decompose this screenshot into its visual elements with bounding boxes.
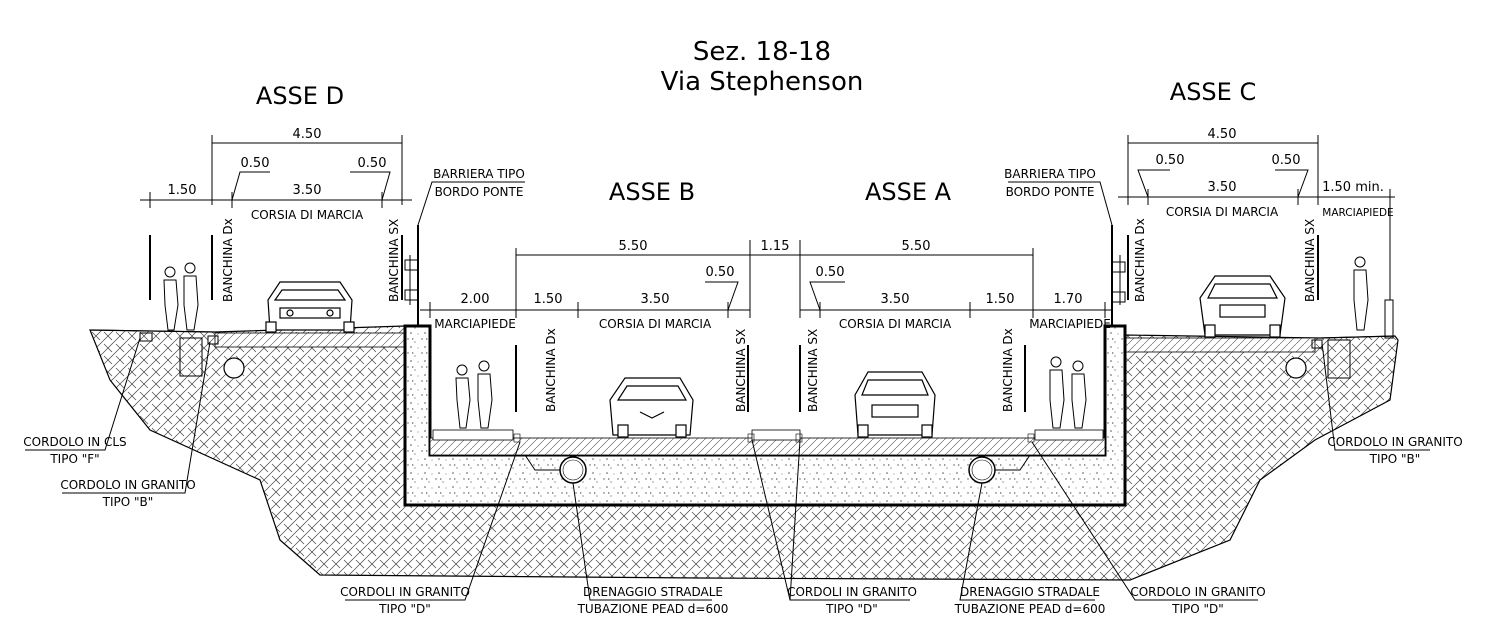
label-a-banchina-dx: BANCHINA Dx bbox=[1001, 328, 1015, 412]
callout-cls-1: CORDOLO IN CLS bbox=[23, 435, 126, 449]
dim-a-bank: 1.50 bbox=[986, 292, 1015, 307]
walk-right-slab bbox=[1034, 429, 1104, 441]
label-b-banchina-sx: BANCHINA SX bbox=[734, 329, 748, 412]
callout-cordoli-d-left-2: TIPO "D" bbox=[378, 602, 431, 616]
barrier-right-line-2: BORDO PONTE bbox=[1006, 185, 1095, 199]
label-c-marciapiede: MARCIAPIEDE bbox=[1322, 207, 1393, 219]
barrier-left-line-1: BARRIERA TIPO bbox=[433, 167, 525, 181]
dim-d-sh-left: 0.50 bbox=[241, 156, 270, 171]
callout-cordolo-d-right-1: CORDOLO IN GRANITO bbox=[1130, 585, 1265, 599]
inner-pavement bbox=[429, 437, 1106, 456]
dim-d-total: 4.50 bbox=[293, 127, 322, 142]
label-c-banchina-sx: BANCHINA SX bbox=[1303, 219, 1317, 302]
dim-c-lane: 3.50 bbox=[1208, 180, 1237, 195]
dim-d-sh-right: 0.50 bbox=[358, 156, 387, 171]
dim-b-bank: 1.50 bbox=[534, 292, 563, 307]
dim-c-sh-left: 0.50 bbox=[1156, 153, 1185, 168]
walk-left-slab bbox=[432, 429, 514, 441]
callout-cordolo-d-right-2: TIPO "D" bbox=[1171, 602, 1224, 616]
dim-d-lane: 3.50 bbox=[293, 183, 322, 198]
label-d-corsia: CORSIA DI MARCIA bbox=[251, 208, 364, 222]
drain-pipe-street-right bbox=[1285, 357, 1307, 379]
dim-b-sh: 0.50 bbox=[706, 265, 735, 280]
car-front-b bbox=[609, 377, 694, 438]
label-c-banchina-dx: BANCHINA Dx bbox=[1133, 218, 1147, 302]
callout-granito-b-right-1: CORDOLO IN GRANITO bbox=[1327, 435, 1462, 449]
callout-cordoli-d-mid-2: TIPO "D" bbox=[825, 602, 878, 616]
dim-a-walk: 1.70 bbox=[1054, 292, 1083, 307]
dim-c-sh-right: 0.50 bbox=[1272, 153, 1301, 168]
label-b-corsia: CORSIA DI MARCIA bbox=[599, 317, 712, 331]
car-rear-a bbox=[854, 371, 936, 438]
label-d-banchina-sx: BANCHINA SX bbox=[387, 219, 401, 302]
callout-granito-b-right-2: TIPO "B" bbox=[1369, 452, 1421, 466]
callout-cls-2: TIPO "F" bbox=[49, 452, 99, 466]
pavement-left bbox=[214, 332, 406, 348]
label-b-marciapiede: MARCIAPIEDE bbox=[434, 317, 516, 331]
label-a-banchina-sx: BANCHINA SX bbox=[806, 329, 820, 412]
dim-b-lane: 3.50 bbox=[641, 292, 670, 307]
callout-drenaggio-right-2: TUBAZIONE PEAD d=600 bbox=[954, 602, 1106, 616]
label-c-corsia: CORSIA DI MARCIA bbox=[1166, 205, 1279, 219]
barrier-left bbox=[404, 225, 419, 326]
drain-pipe-left bbox=[559, 456, 587, 484]
dim-d-side: 1.50 bbox=[168, 183, 197, 198]
dim-median: 1.15 bbox=[761, 239, 790, 254]
title-line-1: Sez. 18-18 bbox=[693, 37, 831, 67]
callout-cordoli-d-mid-1: CORDOLI IN GRANITO bbox=[787, 585, 917, 599]
dimension-lines bbox=[140, 135, 1395, 318]
dim-c-total: 4.50 bbox=[1208, 127, 1237, 142]
axis-b-label: ASSE B bbox=[609, 178, 695, 206]
barrier-right bbox=[1111, 225, 1126, 326]
drain-pipe-street-left bbox=[223, 357, 245, 379]
label-a-corsia: CORSIA DI MARCIA bbox=[839, 317, 952, 331]
drain-pipe-right bbox=[968, 456, 996, 484]
label-b-banchina-dx: BANCHINA Dx bbox=[544, 328, 558, 412]
callout-granito-b-1: CORDOLO IN GRANITO bbox=[60, 478, 195, 492]
dim-a-lane: 3.50 bbox=[881, 292, 910, 307]
car-rear-c bbox=[1199, 275, 1286, 338]
axis-a-label: ASSE A bbox=[865, 178, 952, 206]
callout-drenaggio-right-1: DRENAGGIO STRADALE bbox=[960, 585, 1100, 599]
axis-c-label: ASSE C bbox=[1170, 78, 1256, 106]
dim-a-sh: 0.50 bbox=[816, 265, 845, 280]
dim-b-walk: 2.00 bbox=[461, 292, 490, 307]
callout-drenaggio-left-2: TUBAZIONE PEAD d=600 bbox=[577, 602, 729, 616]
pedestrians-a bbox=[1049, 356, 1087, 429]
dim-a-total: 5.50 bbox=[902, 239, 931, 254]
callout-drenaggio-left-1: DRENAGGIO STRADALE bbox=[583, 585, 723, 599]
car-front-d bbox=[265, 281, 355, 333]
pedestrians-b bbox=[455, 360, 493, 429]
dim-b-total: 5.50 bbox=[619, 239, 648, 254]
label-a-marciapiede: MARCIAPIEDE bbox=[1029, 317, 1111, 331]
title-line-2: Via Stephenson bbox=[661, 67, 864, 97]
dim-c-walk: 1.50 min. bbox=[1322, 180, 1384, 195]
axis-d-label: ASSE D bbox=[256, 82, 344, 110]
callout-granito-b-2: TIPO "B" bbox=[102, 495, 154, 509]
callout-leaders bbox=[25, 337, 1430, 601]
lane-markers bbox=[149, 235, 1319, 412]
pavement-right bbox=[1124, 337, 1316, 353]
label-d-banchina-dx: BANCHINA Dx bbox=[221, 218, 235, 302]
callout-cordoli-d-left-1: CORDOLI IN GRANITO bbox=[340, 585, 470, 599]
pedestrians-d bbox=[163, 262, 199, 331]
pedestrian-c bbox=[1353, 256, 1369, 331]
barrier-right-line-1: BARRIERA TIPO bbox=[1004, 167, 1096, 181]
median-curb-block bbox=[751, 429, 801, 441]
barrier-left-line-2: BORDO PONTE bbox=[435, 185, 524, 199]
